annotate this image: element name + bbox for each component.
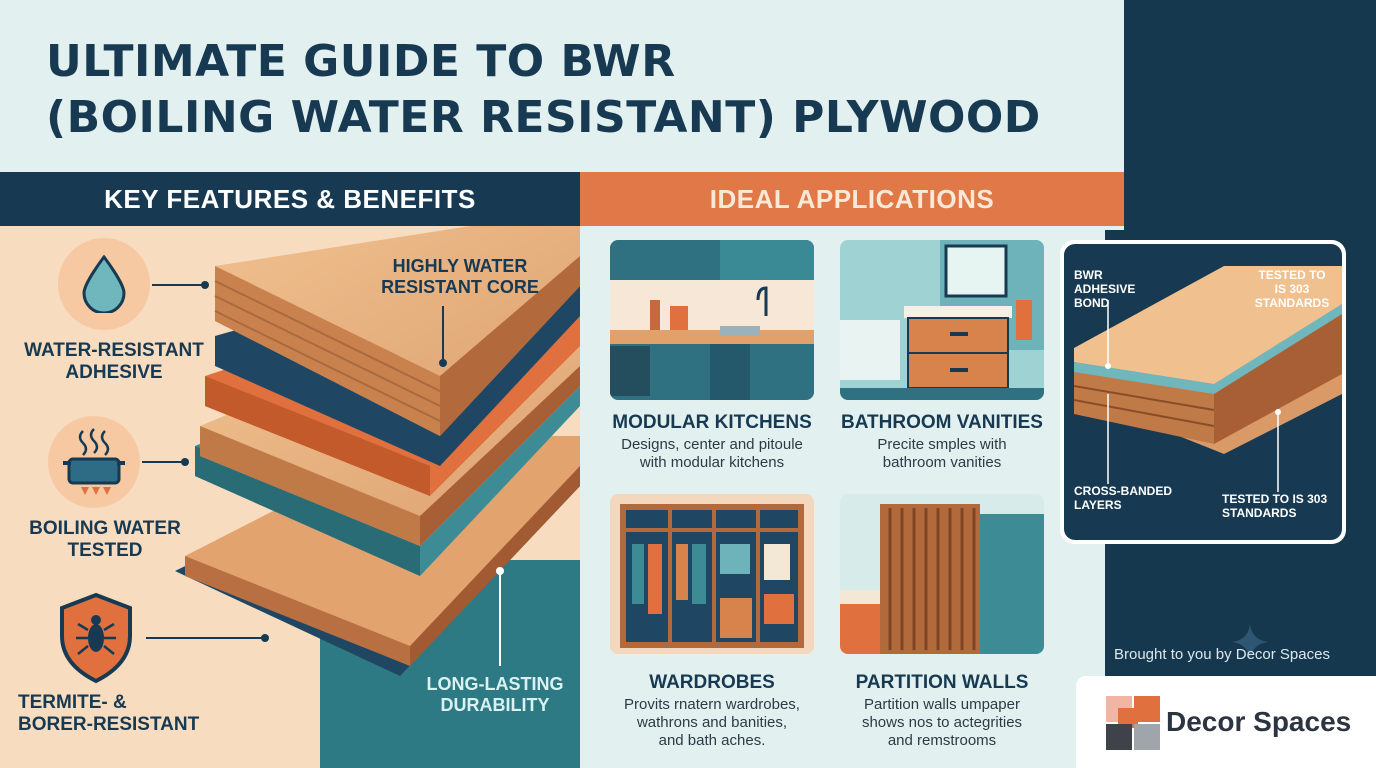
sparkle-icon xyxy=(1232,624,1268,660)
label-std-bot-line-1: TESTED TO IS 303 xyxy=(1222,492,1328,506)
plywood-detail-inner: BWR ADHESIVE BOND TESTED TO IS 303 STAND… xyxy=(1064,244,1342,540)
callout-core-line-1: HIGHLY WATER xyxy=(392,256,528,276)
feature-2-line-1: BOILING WATER xyxy=(29,518,181,539)
app-title-partition: PARTITION WALLS xyxy=(855,672,1029,693)
callout-water-resistant-core: HIGHLY WATER RESISTANT CORE xyxy=(360,256,560,298)
brand-name: Decor Spaces xyxy=(1166,706,1352,737)
label-bwr-adhesive-bond: BWR ADHESIVE BOND xyxy=(1074,268,1135,310)
decor-spaces-logo-icon xyxy=(1106,696,1160,750)
termite-shield-icon xyxy=(58,592,134,684)
feature-label-boiling-tested: BOILING WATER TESTED xyxy=(10,518,200,562)
label-is303-top: TESTED TO IS 303 STANDARDS xyxy=(1248,268,1336,310)
feature-3-line-1: TERMITE- & xyxy=(18,692,127,713)
app-desc-bathroom-line-1: Precite smples with xyxy=(877,436,1007,453)
label-is303-bottom: TESTED TO IS 303 STANDARDS xyxy=(1222,492,1327,520)
feature-label-water-resistant: WATER-RESISTANT ADHESIVE xyxy=(14,340,214,384)
app-title-kitchens: MODULAR KITCHENS xyxy=(612,412,812,433)
label-bond-line-3: BOND xyxy=(1074,296,1110,310)
label-std-top-line-2: IS 303 xyxy=(1274,282,1310,296)
partition-image xyxy=(840,494,1044,654)
applications-header: IDEAL APPLICATIONS xyxy=(580,172,1124,226)
app-desc-partition-line-1: Partition walls umpaper xyxy=(864,696,1020,713)
app-desc-wardrobes-line-3: and bath aches. xyxy=(658,732,766,749)
app-desc-partition-line-3: and remstrooms xyxy=(887,732,997,749)
label-cross-line-1: CROSS-BANDED xyxy=(1074,484,1173,498)
feature-2-line-2: TESTED xyxy=(67,540,143,561)
feature-3-line-2: BORER-RESISTANT xyxy=(18,714,200,735)
feature-connector-1 xyxy=(152,281,209,289)
callout-durability: LONG-LASTING DURABILITY xyxy=(395,674,595,716)
callout-core-line-2: RESISTANT CORE xyxy=(381,277,539,297)
page-title-line-1: ULTIMATE GUIDE TO BWR xyxy=(46,36,676,87)
app-desc-kitchens: Designs, center and pitoule with modular… xyxy=(592,436,832,472)
bathroom-image xyxy=(840,240,1044,400)
label-cross-line-2: LAYERS xyxy=(1074,498,1122,512)
plywood-stack-illustration xyxy=(175,226,580,676)
brought-to-you-text: Brought to you by Decor Spaces xyxy=(1114,646,1330,663)
plywood-detail-card: BWR ADHESIVE BOND TESTED TO IS 303 STAND… xyxy=(1060,240,1346,544)
plywood-layers-diagram xyxy=(1073,266,1342,492)
label-std-top-line-3: STANDARDS xyxy=(1254,296,1330,310)
app-title-bathroom: BATHROOM VANITIES xyxy=(841,412,1043,433)
app-desc-wardrobes-line-2: wathrons and banities, xyxy=(636,714,788,731)
label-bond-line-2: ADHESIVE xyxy=(1074,282,1136,296)
wardrobe-image xyxy=(610,494,814,654)
app-desc-wardrobes-line-1: Provits rnatern wardrobes, xyxy=(624,696,800,713)
water-drop-icon xyxy=(58,238,150,330)
label-std-bot-line-2: STANDARDS xyxy=(1222,506,1297,520)
page-title-line-2: (BOILING WATER RESISTANT) PLYWOOD xyxy=(46,92,1041,143)
app-desc-kitchens-line-1: Designs, center and pitoule xyxy=(621,436,803,453)
boiling-pot-icon xyxy=(48,416,140,508)
app-desc-bathroom-line-2: bathroom vanities xyxy=(882,454,1002,471)
features-header: KEY FEATURES & BENEFITS xyxy=(0,172,580,226)
feature-connector-3 xyxy=(146,634,269,642)
feature-1-line-2: ADHESIVE xyxy=(65,362,163,383)
callout-durability-line-1: LONG-LASTING xyxy=(426,674,564,694)
feature-label-termite-resistant: TERMITE- & BORER-RESISTANT xyxy=(18,692,218,736)
app-desc-bathroom: Precite smples with bathroom vanities xyxy=(822,436,1062,472)
feature-connector-2 xyxy=(142,458,189,466)
label-cross-banded-layers: CROSS-BANDED LAYERS xyxy=(1074,484,1172,512)
app-desc-partition-line-2: shows nos to actegrities xyxy=(861,714,1023,731)
kitchen-image xyxy=(610,240,814,400)
label-std-top-line-1: TESTED TO xyxy=(1258,268,1326,282)
app-title-wardrobes: WARDROBES xyxy=(649,672,775,693)
app-desc-wardrobes: Provits rnatern wardrobes, wathrons and … xyxy=(592,696,832,750)
app-desc-partition: Partition walls umpaper shows nos to act… xyxy=(822,696,1062,750)
page-title: ULTIMATE GUIDE TO BWR (BOILING WATER RES… xyxy=(46,34,1041,146)
callout-durability-line-2: DURABILITY xyxy=(440,695,550,715)
feature-1-line-1: WATER-RESISTANT xyxy=(24,340,204,361)
label-bond-line-1: BWR xyxy=(1074,268,1103,282)
app-desc-kitchens-line-2: with modular kitchens xyxy=(639,454,785,471)
